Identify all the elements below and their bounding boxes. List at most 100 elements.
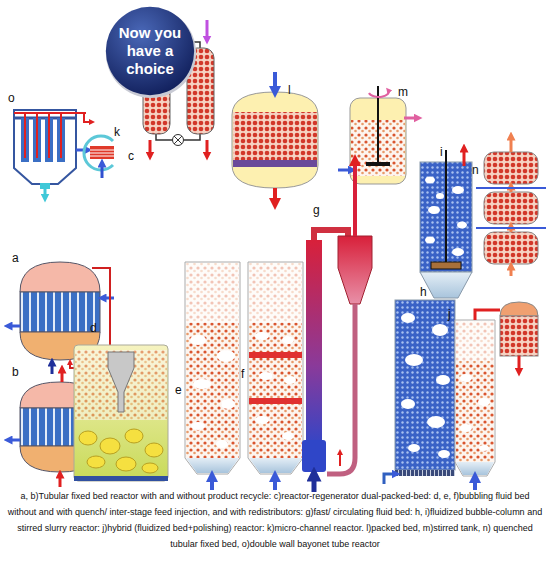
slurry-reactor-part	[425, 237, 435, 244]
reactor-letter: a	[12, 252, 19, 264]
dual-packed-bed-part	[174, 136, 182, 144]
slurry-reactor-part	[425, 177, 435, 184]
bubble-column-part	[432, 324, 448, 336]
quenched-fixed-bed-part	[484, 192, 538, 224]
slurry-reactor-part	[457, 222, 467, 229]
reactor-letter: f	[241, 368, 244, 380]
packed-bed-part	[273, 72, 277, 92]
hybrid-reactor-part	[455, 320, 495, 476]
bubbling-fluid-bed-part	[79, 431, 97, 445]
bayonet-reactor-part	[76, 149, 88, 152]
fluid-bed-redistributors-part	[255, 332, 269, 340]
reactor-letter: k	[114, 126, 120, 138]
hybrid-reactor-part	[456, 321, 494, 361]
fluid-bed-redistributors-part	[259, 372, 273, 380]
reactor-letter: d	[90, 322, 97, 334]
stirred-tank-part	[377, 86, 379, 166]
bubble-column-part	[427, 416, 445, 428]
bubble-column	[384, 300, 455, 484]
packed-bed-part	[233, 160, 317, 167]
fluid-bed-redistributors-part	[249, 323, 302, 458]
circulating-fluid-bed-part	[327, 304, 355, 474]
bubbling-fluid-bed-part	[145, 443, 163, 457]
fluid-bed-column-part	[191, 422, 205, 430]
bubbling-fluid-bed	[74, 345, 168, 481]
bubbling-fluid-bed-part	[125, 429, 143, 443]
tubular-reactor-part	[59, 474, 62, 487]
tubular-reactor-recycle-part	[20, 262, 100, 292]
slurry-reactor-part	[431, 262, 461, 269]
bubbling-fluid-bed-part	[75, 350, 167, 420]
bubbling-fluid-bed-part	[100, 438, 120, 454]
slurry-reactor-part	[463, 148, 466, 166]
bayonet-reactor-part	[24, 113, 26, 158]
hybrid-reactor-part	[456, 462, 494, 475]
circulating-fluid-bed-part	[353, 160, 357, 236]
stirred-tank-part	[338, 169, 352, 172]
hybrid-reactor-part	[460, 374, 472, 382]
bubble-column-part	[438, 450, 450, 458]
circulating-fluid-bed-part	[302, 440, 326, 472]
tubular-reactor-part	[8, 439, 20, 442]
fluid-bed-column-part	[186, 263, 239, 323]
quenched-fixed-bed-part	[476, 227, 546, 229]
fluid-bed-column-part	[186, 458, 239, 473]
fluid-bed-redistributors-part	[249, 352, 302, 358]
micro-channel-reactor-part	[90, 156, 114, 157]
quenched-fixed-bed	[476, 136, 546, 276]
bubbling-fluid-bed-part	[116, 457, 136, 471]
bubble-column-part	[401, 399, 415, 409]
slurry-reactor-part	[428, 206, 440, 214]
fluid-bed-column-part	[193, 379, 211, 389]
bayonet-reactor-part	[48, 113, 50, 158]
bayonet-reactor-part	[14, 110, 76, 184]
circulating-fluid-bed-part	[339, 452, 341, 466]
packed-bed	[232, 72, 318, 204]
slurry-reactor-part	[445, 150, 447, 264]
circle-shape	[106, 7, 194, 95]
hybrid-reactor-part	[478, 398, 490, 406]
reactor-letter: e	[175, 384, 182, 396]
quenched-fixed-bed-part	[476, 187, 546, 189]
reactor-letter: b	[12, 366, 19, 378]
circulating-fluid-bed-part	[312, 474, 317, 492]
tubular-reactor-recycle-part	[8, 325, 20, 328]
slurry-reactor-part	[420, 272, 472, 298]
reactor-letter: o	[8, 92, 15, 104]
fluid-bed-column-part	[210, 476, 214, 490]
fluid-bed-column-part	[185, 262, 240, 474]
slurry-reactor-part	[452, 186, 464, 194]
bubble-column-part	[401, 313, 415, 323]
fluid-bed-redistributors	[248, 262, 303, 490]
dual-packed-bed-part	[149, 140, 152, 156]
quenched-fixed-bed-part	[510, 136, 513, 152]
figure-caption: a, b)Tubular fixed bed reactor with and …	[6, 488, 544, 552]
circulating-fluid-bed-part	[338, 236, 372, 304]
reactor-letter: i	[440, 146, 443, 158]
reactor-letter: m	[398, 86, 408, 98]
bayonet-reactor	[14, 110, 92, 198]
bubbling-fluid-bed-part	[142, 463, 158, 473]
dual-packed-bed-part	[206, 20, 209, 40]
fluid-bed-redistributors-part	[249, 263, 302, 323]
hybrid-reactor-part	[456, 361, 494, 462]
packed-bed-part	[232, 92, 318, 188]
stirred-tank	[338, 86, 418, 184]
fluid-bed-column-part	[217, 350, 235, 362]
circle-text: Now you have a choice	[112, 24, 188, 78]
fluid-bed-column	[185, 262, 240, 490]
reactor-letter: n	[472, 164, 479, 176]
fluid-bed-redistributors-part	[282, 336, 294, 344]
tubular-reactor-recycle-part	[20, 292, 100, 332]
hybrid-reactor-part	[518, 356, 521, 372]
tubular-reactor-recycle-part	[51, 362, 54, 374]
micro-channel-reactor-part	[84, 136, 113, 170]
packed-bed-part	[273, 188, 277, 204]
bubble-column-part	[405, 354, 423, 366]
bubbling-fluid-bed-part	[108, 352, 134, 412]
reactor-letter: c	[128, 150, 134, 162]
quenched-fixed-bed-part	[484, 152, 538, 184]
bubble-column-part	[384, 474, 396, 484]
